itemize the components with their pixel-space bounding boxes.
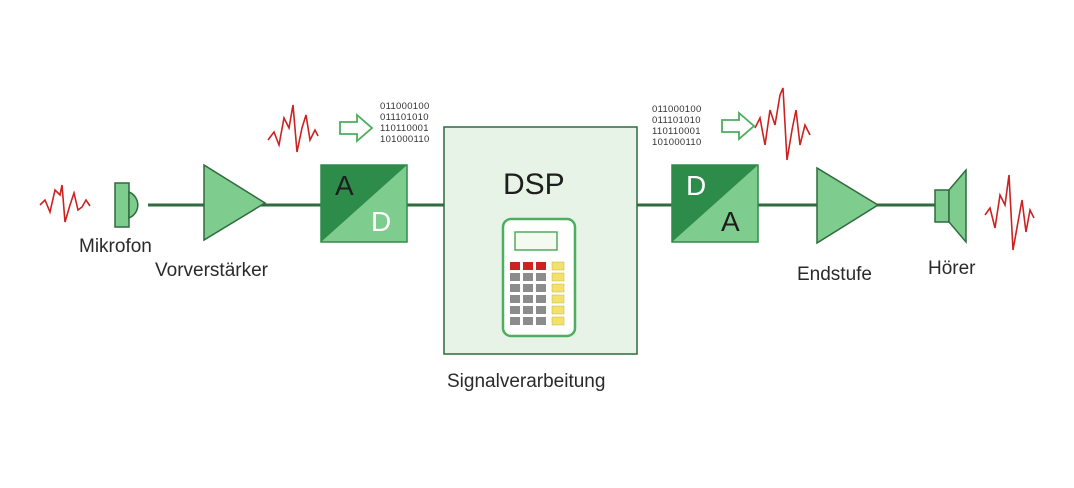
binary-line: 011101010: [380, 112, 429, 123]
label-vorverstaerker: Vorverstärker: [155, 260, 268, 281]
binary-line: 101000110: [652, 137, 702, 148]
binary-line: 011000100: [652, 104, 702, 115]
binary-line: 110110001: [380, 123, 429, 134]
binary-line: 011101010: [652, 115, 701, 126]
arrow-icon: [721, 111, 756, 141]
amplifier-icon: [203, 163, 267, 242]
label-hoerer: Hörer: [928, 258, 976, 279]
label-endstufe: Endstufe: [797, 264, 872, 285]
waveform-icon: [984, 174, 1035, 251]
calculator-icon: [501, 217, 577, 338]
microphone-icon: [114, 182, 139, 228]
waveform-icon: [39, 184, 91, 223]
binary-line: 101000110: [380, 134, 430, 145]
adc-label-bottom: D: [371, 206, 392, 237]
binary-output: 011000100 011101010 110110001 101000110: [652, 104, 702, 148]
dac-block: [671, 164, 759, 243]
label-signalverarbeitung: Signalverarbeitung: [447, 371, 606, 392]
adc-block: [320, 164, 408, 243]
binary-input: 011000100 011101010 110110001 101000110: [380, 101, 430, 145]
binary-line: 011000100: [380, 101, 430, 112]
dac-label-bottom: A: [721, 206, 740, 237]
waveform-icon: [267, 104, 319, 153]
waveform-icon: [754, 87, 811, 161]
dsp-title: DSP: [503, 168, 565, 201]
amplifier-icon: [816, 166, 880, 245]
arrow-icon: [339, 113, 374, 143]
label-mikrofon: Mikrofon: [79, 236, 152, 257]
binary-line: 110110001: [652, 126, 701, 137]
adc-label-top: A: [335, 170, 354, 201]
speaker-icon: [934, 167, 967, 245]
dac-label-top: D: [686, 170, 707, 201]
